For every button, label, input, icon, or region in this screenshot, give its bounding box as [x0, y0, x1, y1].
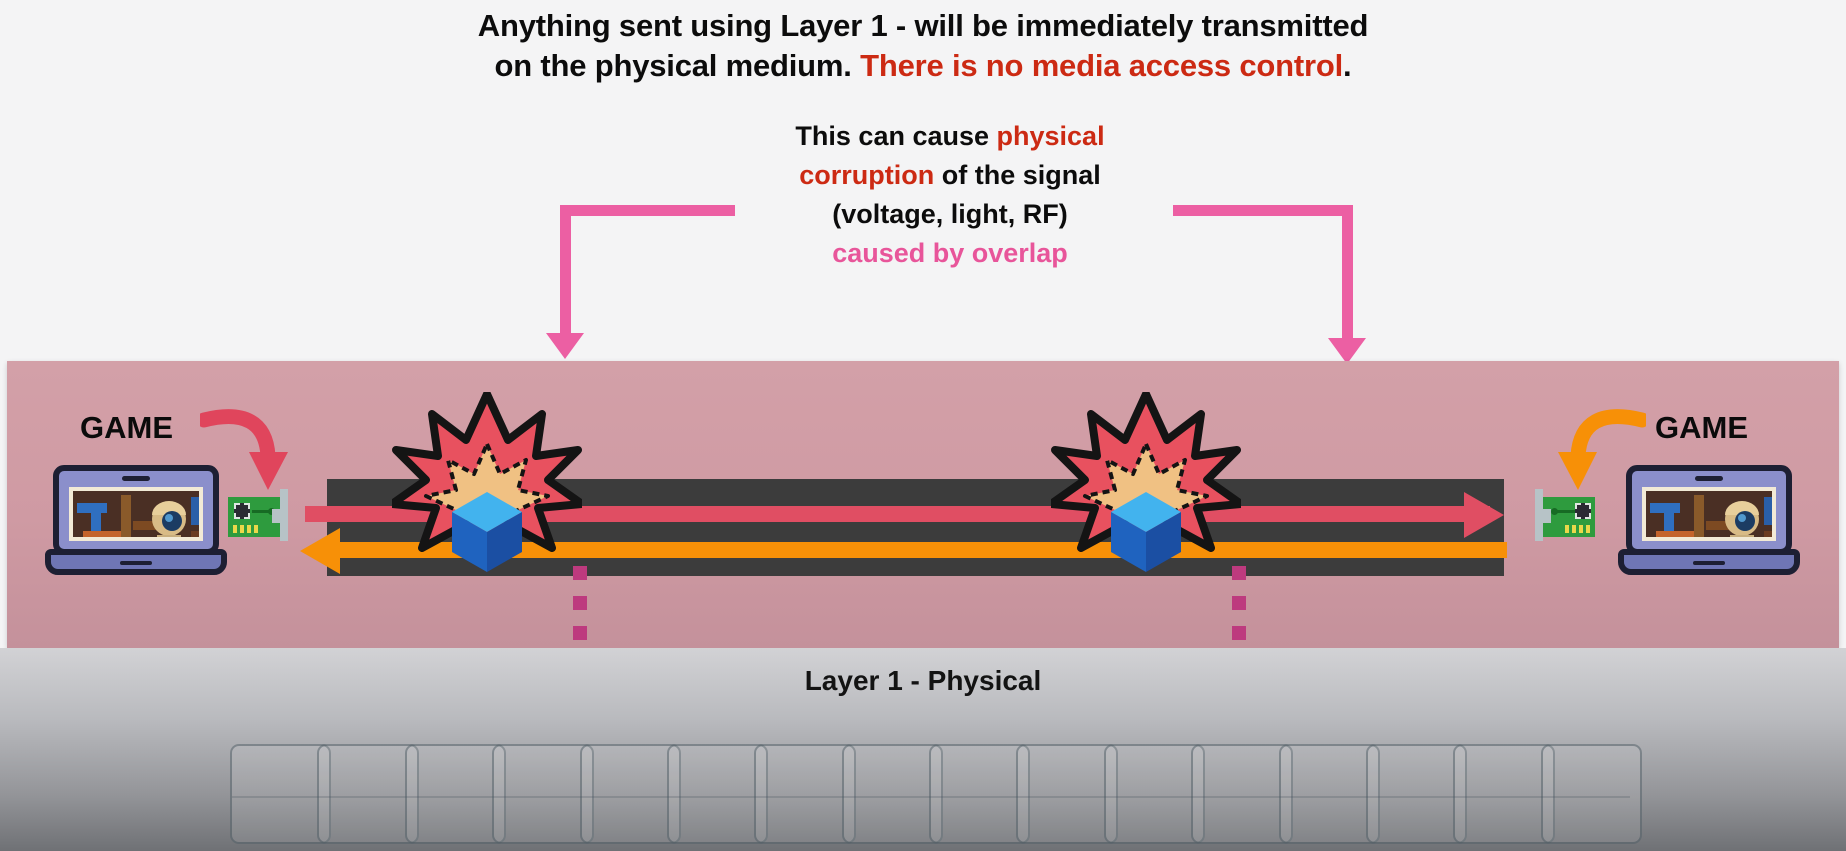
network-card-left-solder-dot [268, 508, 275, 515]
laptop-left[interactable] [45, 465, 227, 575]
laptop-left-base [45, 549, 227, 575]
packet-cube-icon-right [1111, 492, 1181, 572]
annotation-l1-plain: This can cause [795, 121, 997, 151]
annotation-line-1: This can cause physical [740, 117, 1160, 156]
network-card-right-trace [1557, 510, 1575, 513]
drop-dot [573, 626, 587, 640]
waveform-cell [317, 744, 419, 844]
callout-arrow-right-head [1328, 338, 1366, 364]
pointer-arrow-right [1558, 409, 1646, 490]
laptop-right-camera-icon [1695, 476, 1723, 481]
network-card-right[interactable] [1535, 489, 1601, 541]
waveform-plot [232, 744, 1630, 798]
explosion-icon-right [1047, 390, 1245, 554]
data-packet-left [450, 490, 524, 574]
callout-arrow-left-horizontal [560, 205, 735, 216]
drop-dot [1232, 626, 1246, 640]
callout-arrow-right [1173, 205, 1366, 375]
layer1-background [0, 648, 1846, 851]
waveform-cell [1365, 744, 1468, 844]
waveform-cell [929, 744, 1031, 844]
game-label-right: GAME [1655, 410, 1748, 445]
title-line-2-highlight: There is no media access control [860, 47, 1344, 83]
callout-arrow-right-horizontal [1173, 205, 1353, 216]
network-card-right-bracket [1535, 489, 1543, 541]
callout-arrow-right-vertical [1342, 205, 1353, 342]
title-line-2-end: . [1343, 47, 1352, 83]
collision-burst-left [388, 390, 586, 554]
laptop-right-lid [1626, 465, 1792, 555]
network-card-right-pins [1565, 525, 1591, 533]
waveform-cell [230, 744, 332, 844]
signal-lane-leftbound-arrowhead [300, 528, 340, 574]
data-packet-right [1109, 490, 1183, 574]
annotation-l2-plain: of the signal [934, 160, 1101, 191]
callout-arrow-left-vertical [560, 205, 571, 337]
network-chip-icon-right [1575, 503, 1591, 519]
title-line-2-plain: on the physical medium. [494, 47, 861, 83]
signal-lane-rightbound-arrowhead [1464, 492, 1504, 538]
explosion-icon-left [388, 390, 586, 554]
pointer-arrow-left [200, 409, 288, 490]
network-card-left-trace [252, 510, 270, 513]
signal-waveform-strip [230, 744, 1642, 851]
laptop-left-camera-icon [122, 476, 150, 481]
waveform-cell [1103, 744, 1206, 844]
network-card-left-pins [233, 525, 259, 533]
network-chip-icon-left [234, 503, 250, 519]
waveform-cell [1453, 744, 1555, 844]
annotation-line-4: caused by overlap [832, 238, 1068, 269]
laptop-right[interactable] [1618, 465, 1800, 575]
waveform-cell [1191, 744, 1293, 844]
game-label-left: GAME [80, 410, 173, 445]
waveform-cell [666, 744, 769, 844]
callout-arrow-left [546, 205, 735, 370]
game-artwork-right [1646, 491, 1772, 537]
drop-dot [573, 596, 587, 610]
waveform-cell [1016, 744, 1118, 844]
collision-burst-right [1047, 390, 1245, 554]
waveform-cell [754, 744, 856, 844]
drop-dot [1232, 596, 1246, 610]
network-card-right-solder-dot [1551, 508, 1558, 515]
waveform-cell [492, 744, 594, 844]
annotation-line-3: (voltage, light, RF) [832, 199, 1068, 230]
network-card-left-bracket [280, 489, 288, 541]
waveform-cell [841, 744, 943, 844]
annotation-l1-red: physical [996, 121, 1105, 151]
page-title: Anything sent using Layer 1 - will be im… [0, 6, 1846, 85]
annotation-l2-red: corruption [799, 160, 935, 191]
laptop-left-lid [53, 465, 219, 555]
packet-cube-icon-left [452, 492, 522, 572]
title-line-2: on the physical medium. There is no medi… [0, 46, 1846, 86]
laptop-left-screen [69, 487, 203, 541]
waveform-cell [1278, 744, 1380, 844]
laptop-right-base [1618, 549, 1800, 575]
layer-label: Layer 1 - Physical [804, 665, 1042, 696]
game-artwork-left [73, 491, 199, 537]
waveform-cell [404, 744, 507, 844]
drop-dot [1232, 566, 1246, 580]
signal-lane-leftbound [340, 542, 1507, 558]
title-line-1: Anything sent using Layer 1 - will be im… [477, 8, 1369, 43]
waveform-cell [1540, 744, 1642, 844]
laptop-right-screen [1642, 487, 1776, 541]
network-card-left[interactable] [222, 489, 288, 541]
annotation-text: This can cause physical corruption of th… [740, 117, 1160, 274]
drop-dot [573, 566, 587, 580]
callout-arrow-left-head [546, 333, 584, 359]
waveform-cell [579, 744, 681, 844]
annotation-line-2: corruption of the signal [740, 156, 1160, 195]
